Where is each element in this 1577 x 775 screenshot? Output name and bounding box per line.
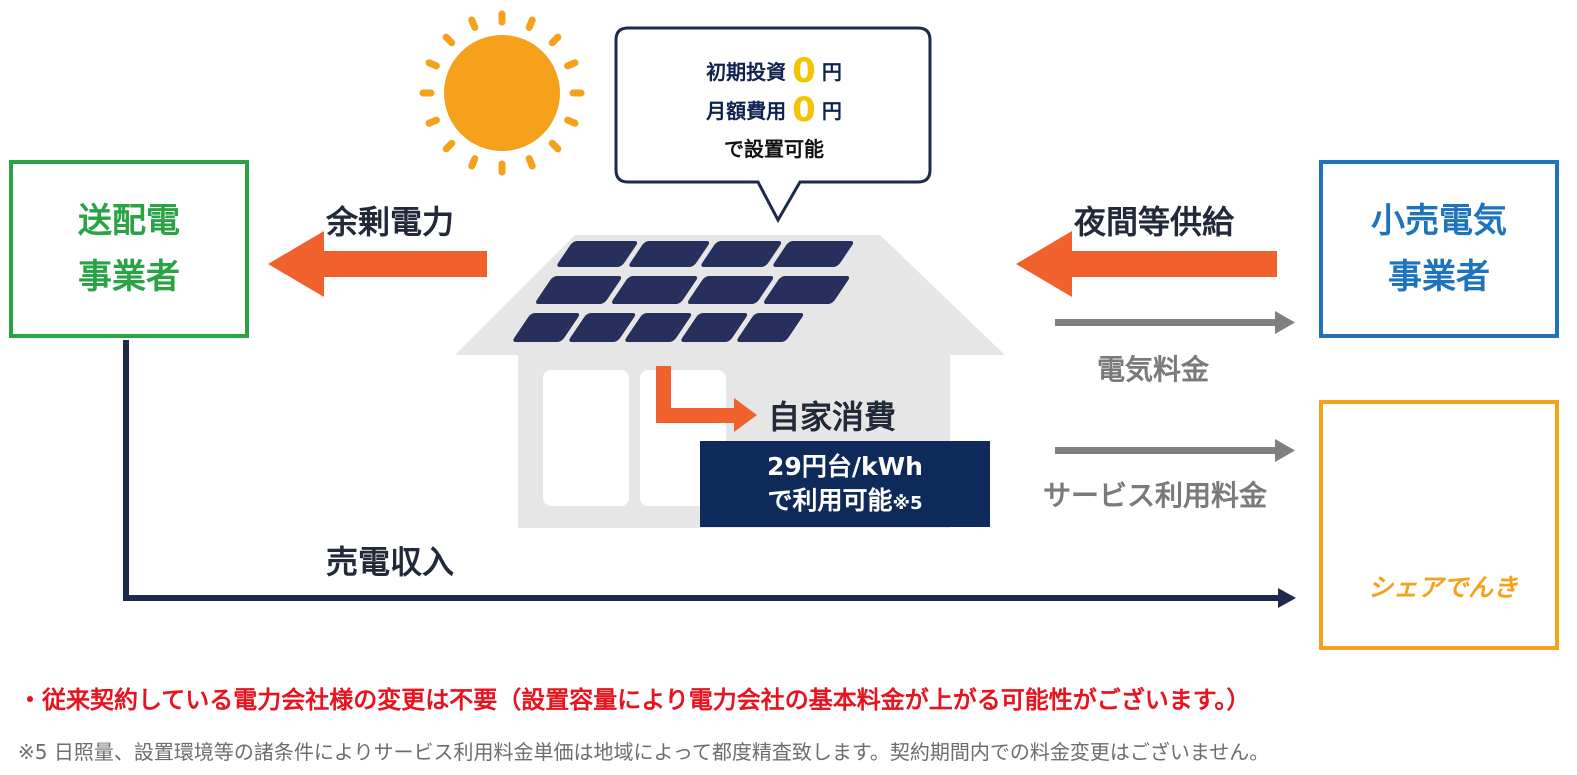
electricity-fee-arrow: [1055, 311, 1295, 334]
sun-ray: [429, 120, 436, 123]
service-fee-label: サービス利用料金: [1043, 474, 1267, 514]
initial-cost-label: 初期投資: [706, 60, 786, 84]
sun-ray: [429, 63, 436, 66]
sun-ray: [472, 159, 475, 166]
price-line2: で利用可能: [767, 486, 892, 515]
share-denki-logo-text: シェアでんき: [1348, 568, 1538, 604]
retail-operator-box: 小売電気 事業者: [1319, 160, 1559, 338]
price-note: ※5: [892, 493, 922, 514]
monthly-cost-unit: 円: [822, 99, 842, 123]
self-consumption-label: 自家消費: [768, 392, 896, 438]
share-denki-box: [1319, 400, 1559, 650]
sun-ray: [529, 20, 532, 27]
contract-note: ・従来契約している電力会社様の変更は不要（設置容量により電力会社の基本料金が上が…: [18, 680, 1250, 715]
surplus-label: 余剰電力: [326, 197, 454, 243]
sun-ray: [529, 159, 532, 166]
sun-ray: [446, 143, 452, 149]
sales-income-label: 売電収入: [326, 537, 454, 583]
retail-operator-line2: 事業者: [1371, 249, 1507, 305]
transmission-operator-line2: 事業者: [78, 249, 180, 305]
price-line2-wrap: で利用可能※5: [700, 484, 990, 521]
sun-ray: [568, 63, 575, 66]
transmission-operator-line1: 送配電: [78, 193, 180, 249]
sun-icon: [423, 14, 581, 172]
price-box: 29円台/kWh で利用可能※5: [700, 441, 990, 527]
monthly-cost-value: 0: [792, 90, 816, 130]
retail-operator-line1: 小売電気: [1371, 193, 1507, 249]
transmission-operator-box: 送配電 事業者: [9, 160, 249, 338]
sun-ray: [552, 143, 558, 149]
night-supply-label: 夜間等供給: [1074, 197, 1234, 243]
service-fee-arrow: [1055, 439, 1295, 462]
initial-cost-value: 0: [792, 51, 816, 91]
sun-ray: [472, 20, 475, 27]
electricity-fee-label: 電気料金: [1097, 348, 1209, 388]
initial-cost-unit: 円: [822, 60, 842, 84]
monthly-cost-label: 月額費用: [706, 99, 786, 123]
sun-ray: [552, 37, 558, 43]
sun-ray: [568, 120, 575, 123]
footnote: ※5 日照量、設置環境等の諸条件によりサービス利用料金単価は地域によって都度精査…: [18, 736, 1269, 765]
price-line1: 29円台/kWh: [700, 450, 990, 484]
installable-text: で設置可能: [618, 130, 930, 168]
sun-ray: [446, 37, 452, 43]
